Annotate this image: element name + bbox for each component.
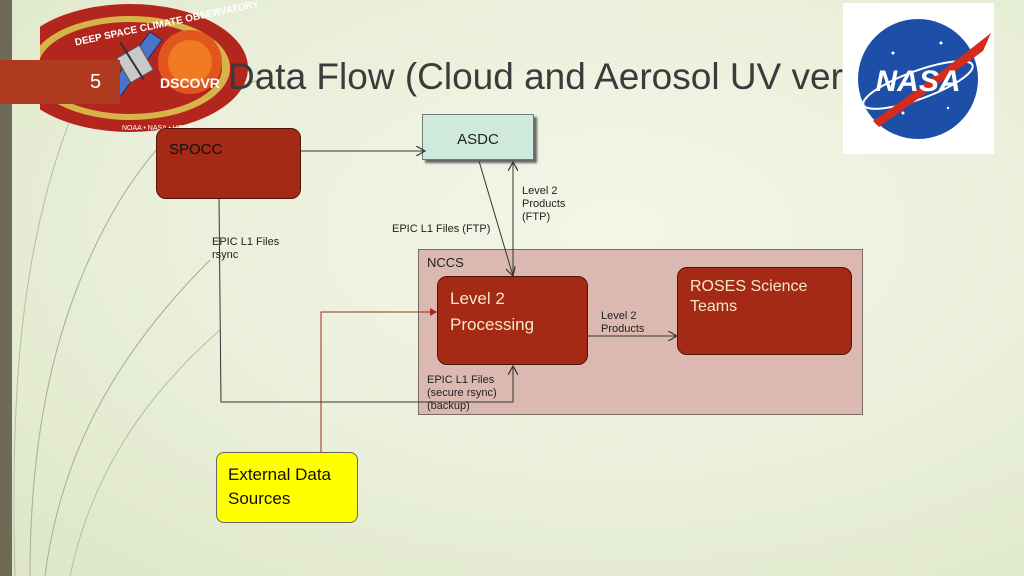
roses-line2: Teams — [690, 298, 738, 315]
label-to-roses: Level 2 Products — [601, 310, 644, 336]
level2-processing-line1: Level 2 — [450, 289, 505, 308]
label-secure-rsync: EPIC L1 Files (secure rsync) (backup) — [427, 374, 497, 413]
nccs-label: NCCS — [427, 255, 464, 270]
label-epic-l1-rsync: EPIC L1 Files rsync — [212, 236, 279, 262]
spocc-box: SPOCC — [156, 128, 301, 199]
label-epic-l1-rsync-line1: EPIC L1 Files — [212, 236, 280, 248]
label-secure-rsync-line2: (secure rsync) — [427, 387, 497, 399]
external-line2: Sources — [228, 489, 291, 508]
label-secure-rsync-line3: (backup) — [427, 400, 470, 412]
external-line1: External Data — [228, 465, 331, 484]
asdc-box: ASDC — [422, 114, 534, 160]
level2-processing-box: Level 2 Processing — [437, 276, 588, 365]
label-asdc-products: Level 2 Products (FTP) — [522, 185, 565, 224]
level2-processing-line2: Processing — [450, 315, 535, 334]
label-to-roses-line2: Products — [601, 323, 645, 335]
label-epic-l1-ftp: EPIC L1 Files (FTP) — [392, 223, 491, 235]
label-asdc-products-line3: (FTP) — [522, 211, 551, 223]
label-to-roses-line1: Level 2 — [601, 310, 637, 322]
left-accent-strip — [0, 0, 12, 576]
nasa-logo: NASA — [843, 3, 994, 154]
spocc-label: SPOCC — [169, 141, 223, 158]
label-epic-l1-rsync-line2: rsync — [212, 249, 239, 261]
roses-science-teams-box: ROSES Science Teams — [677, 267, 852, 355]
dscovr-center-text: DSCOVR — [160, 75, 220, 91]
page-title: Data Flow (Cloud and Aerosol UV version … — [228, 56, 954, 97]
label-secure-rsync-line1: EPIC L1 Files — [427, 374, 495, 386]
label-asdc-products-line1: Level 2 — [522, 185, 558, 197]
slide-number: 5 — [0, 60, 120, 104]
label-asdc-products-line2: Products — [522, 198, 566, 210]
external-data-sources-box: External Data Sources — [216, 452, 358, 523]
asdc-label: ASDC — [457, 131, 499, 148]
dscovr-bottom-text: NOAA • NASA • USAF — [122, 125, 191, 132]
nasa-text: NASA — [875, 65, 960, 98]
nasa-meatball-icon: NASA — [858, 19, 991, 139]
roses-line1: ROSES Science — [690, 278, 808, 295]
